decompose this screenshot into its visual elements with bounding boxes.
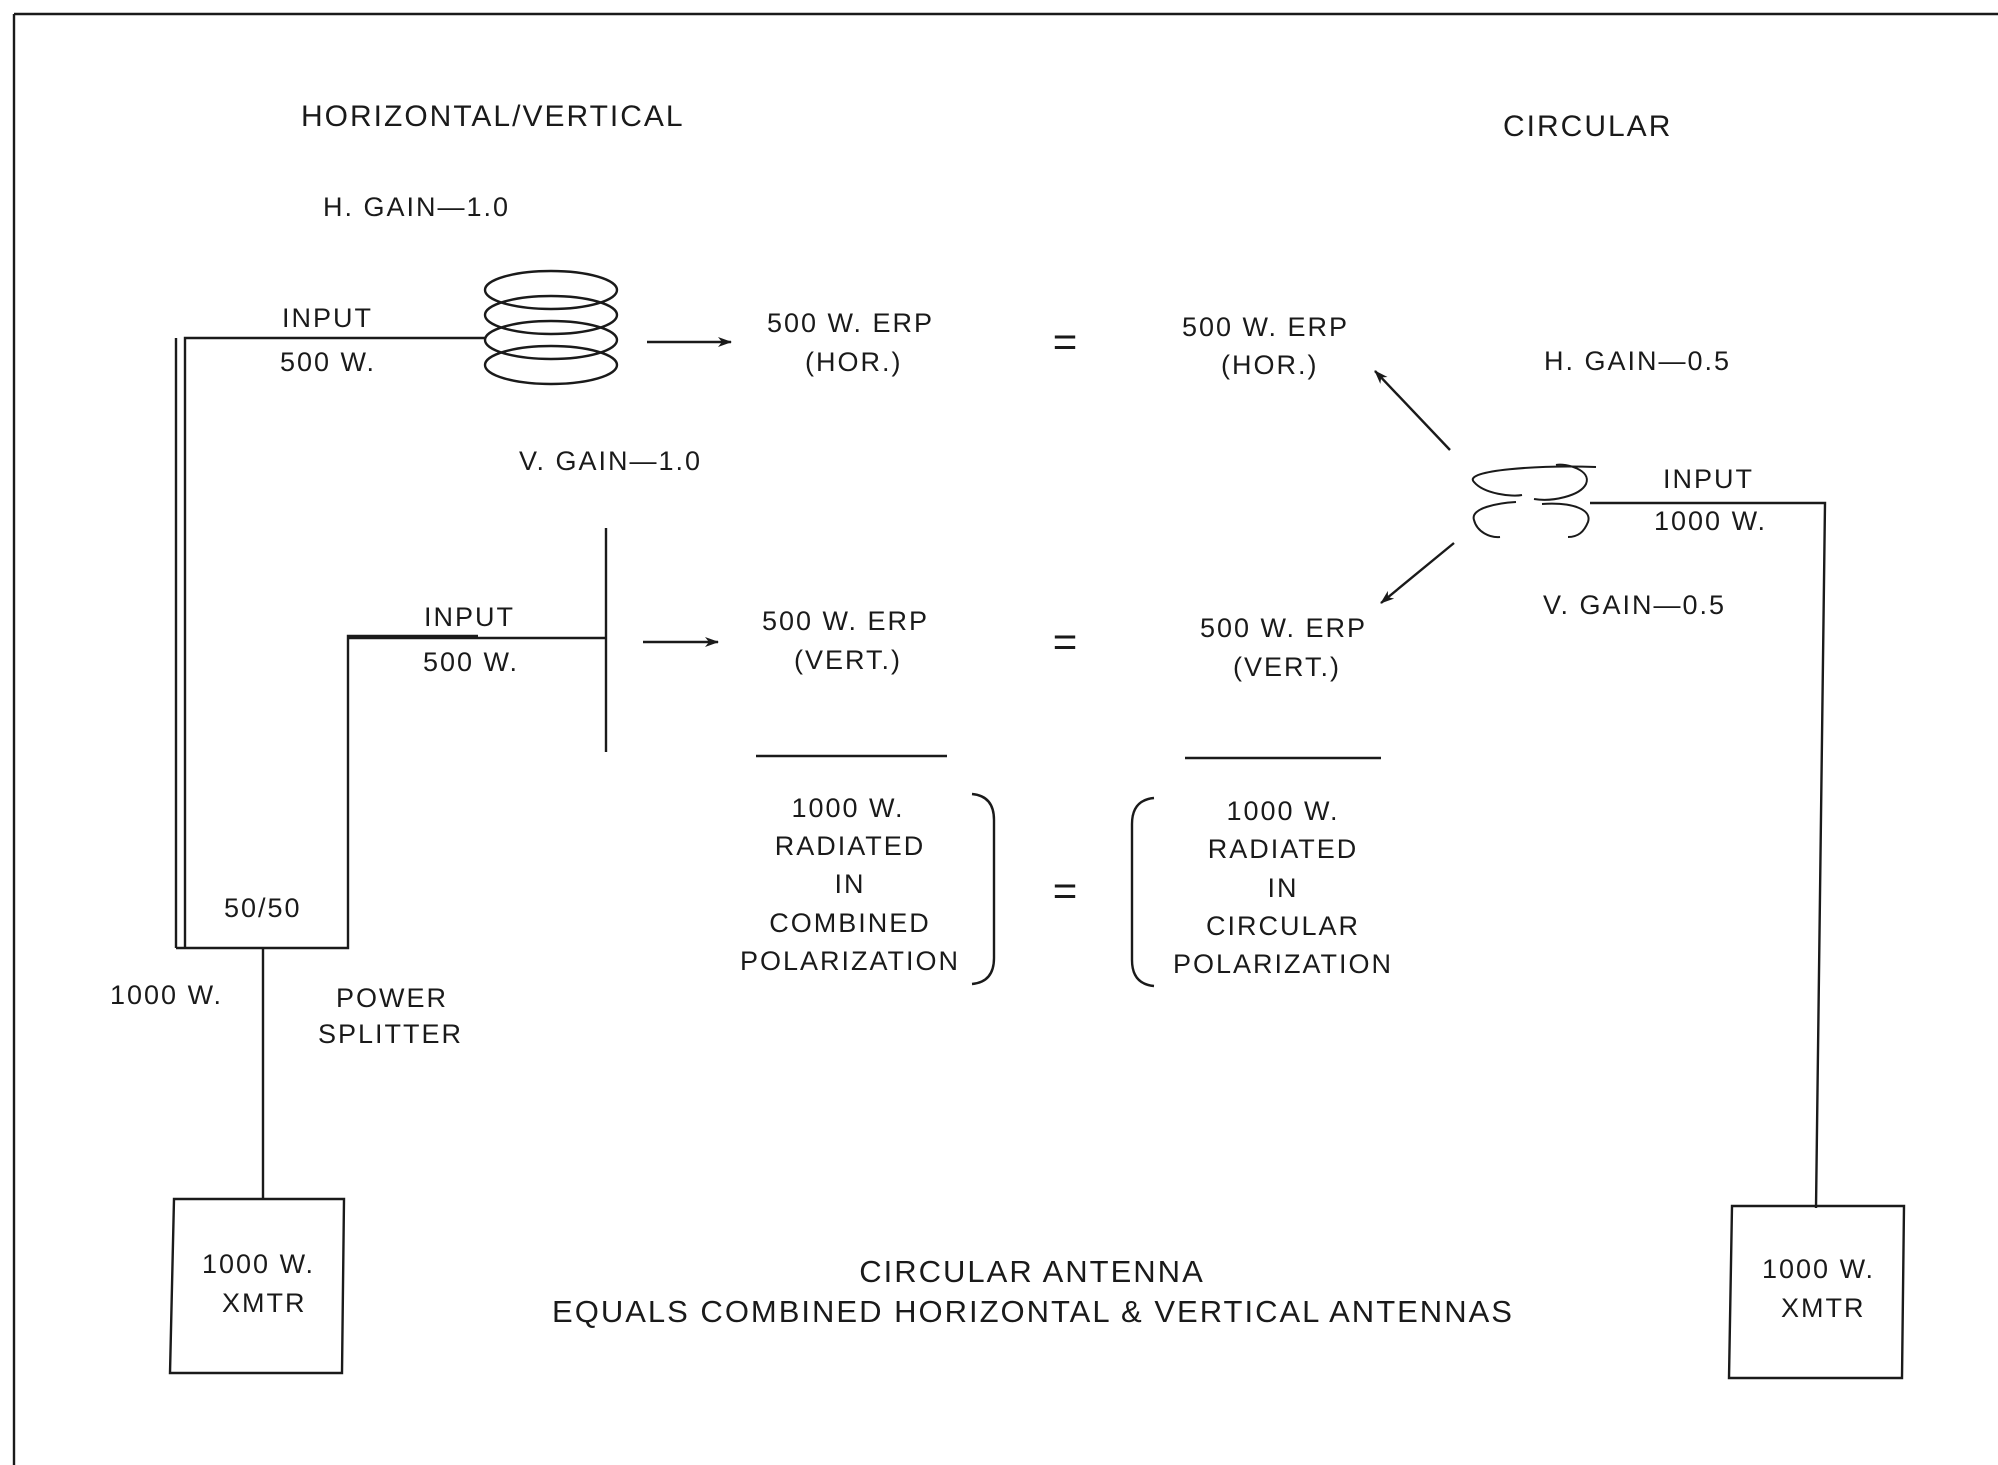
left-v-gain-label: V. GAIN—1.0 — [519, 446, 702, 476]
power-splitter-label-line1: POWER — [336, 983, 448, 1013]
caption-line-1: CIRCULAR ANTENNA — [859, 1254, 1205, 1289]
right-h-radiation-arrow — [1374, 370, 1451, 451]
h-input-label: INPUT — [282, 303, 373, 333]
equals-sign-horizontal: = — [1053, 318, 1080, 365]
left-total-line-3: IN — [835, 869, 866, 899]
right-xmtr-power: 1000 W. — [1762, 1254, 1875, 1284]
horizontal-loop-antenna-icon — [483, 269, 619, 386]
heading-circular: CIRCULAR — [1503, 110, 1672, 143]
left-total-line-1: 1000 W. — [791, 793, 904, 823]
left-xmtr-power: 1000 W. — [202, 1249, 315, 1279]
left-total-line-4: COMBINED — [769, 908, 931, 938]
right-erp-h-pol: (HOR.) — [1221, 350, 1318, 380]
right-erp-v-value: 500 W. ERP — [1200, 613, 1367, 643]
right-input-value: 1000 W. — [1654, 506, 1767, 536]
left-total-bracket — [971, 792, 996, 986]
v-input-label: INPUT — [424, 602, 515, 632]
left-erp-v-value: 500 W. ERP — [762, 606, 929, 636]
right-total-line-2: RADIATED — [1208, 834, 1359, 864]
power-splitter-label-line2: SPLITTER — [318, 1019, 463, 1049]
right-v-radiation-arrow — [1380, 542, 1455, 604]
right-total-line-4: CIRCULAR — [1206, 911, 1360, 941]
splitter-power-label: 1000 W. — [110, 980, 223, 1010]
v-input-value: 500 W. — [423, 647, 519, 677]
equals-sign-vertical: = — [1053, 618, 1080, 665]
equals-sign-total: = — [1053, 867, 1080, 914]
h-input-value: 500 W. — [280, 347, 376, 377]
left-transmitter-box: 1000 W. XMTR — [168, 1197, 346, 1375]
right-total-line-5: POLARIZATION — [1173, 949, 1393, 979]
splitter-ratio-label: 50/50 — [224, 893, 302, 923]
h-antenna-feed-line — [183, 336, 485, 948]
caption-line-2: EQUALS COMBINED HORIZONTAL & VERTICAL AN… — [552, 1294, 1514, 1329]
right-h-gain-label: H. GAIN—0.5 — [1544, 346, 1731, 376]
right-transmitter-box: 1000 W. XMTR — [1727, 1204, 1906, 1380]
left-erp-h-value: 500 W. ERP — [767, 308, 934, 338]
left-h-gain-label: H. GAIN—1.0 — [323, 192, 510, 222]
right-erp-h-value: 500 W. ERP — [1182, 312, 1349, 342]
left-total-line-5: POLARIZATION — [740, 946, 960, 976]
right-erp-v-pol: (VERT.) — [1233, 652, 1341, 682]
right-total-line-1: 1000 W. — [1226, 796, 1339, 826]
heading-horizontal-vertical: HORIZONTAL/VERTICAL — [301, 100, 685, 133]
left-erp-h-pol: (HOR.) — [805, 347, 902, 377]
right-feed-line — [1590, 501, 1827, 1209]
right-v-gain-label: V. GAIN—0.5 — [1543, 590, 1726, 620]
left-xmtr-label: XMTR — [222, 1288, 307, 1318]
left-total-line-2: RADIATED — [775, 831, 926, 861]
right-total-line-3: IN — [1268, 873, 1299, 903]
right-input-label: INPUT — [1663, 464, 1754, 494]
left-erp-v-pol: (VERT.) — [794, 645, 902, 675]
splitter-box-outline — [176, 634, 478, 950]
circular-antenna-icon — [1471, 463, 1597, 539]
right-xmtr-label: XMTR — [1781, 1293, 1866, 1323]
right-total-bracket — [1130, 796, 1155, 988]
